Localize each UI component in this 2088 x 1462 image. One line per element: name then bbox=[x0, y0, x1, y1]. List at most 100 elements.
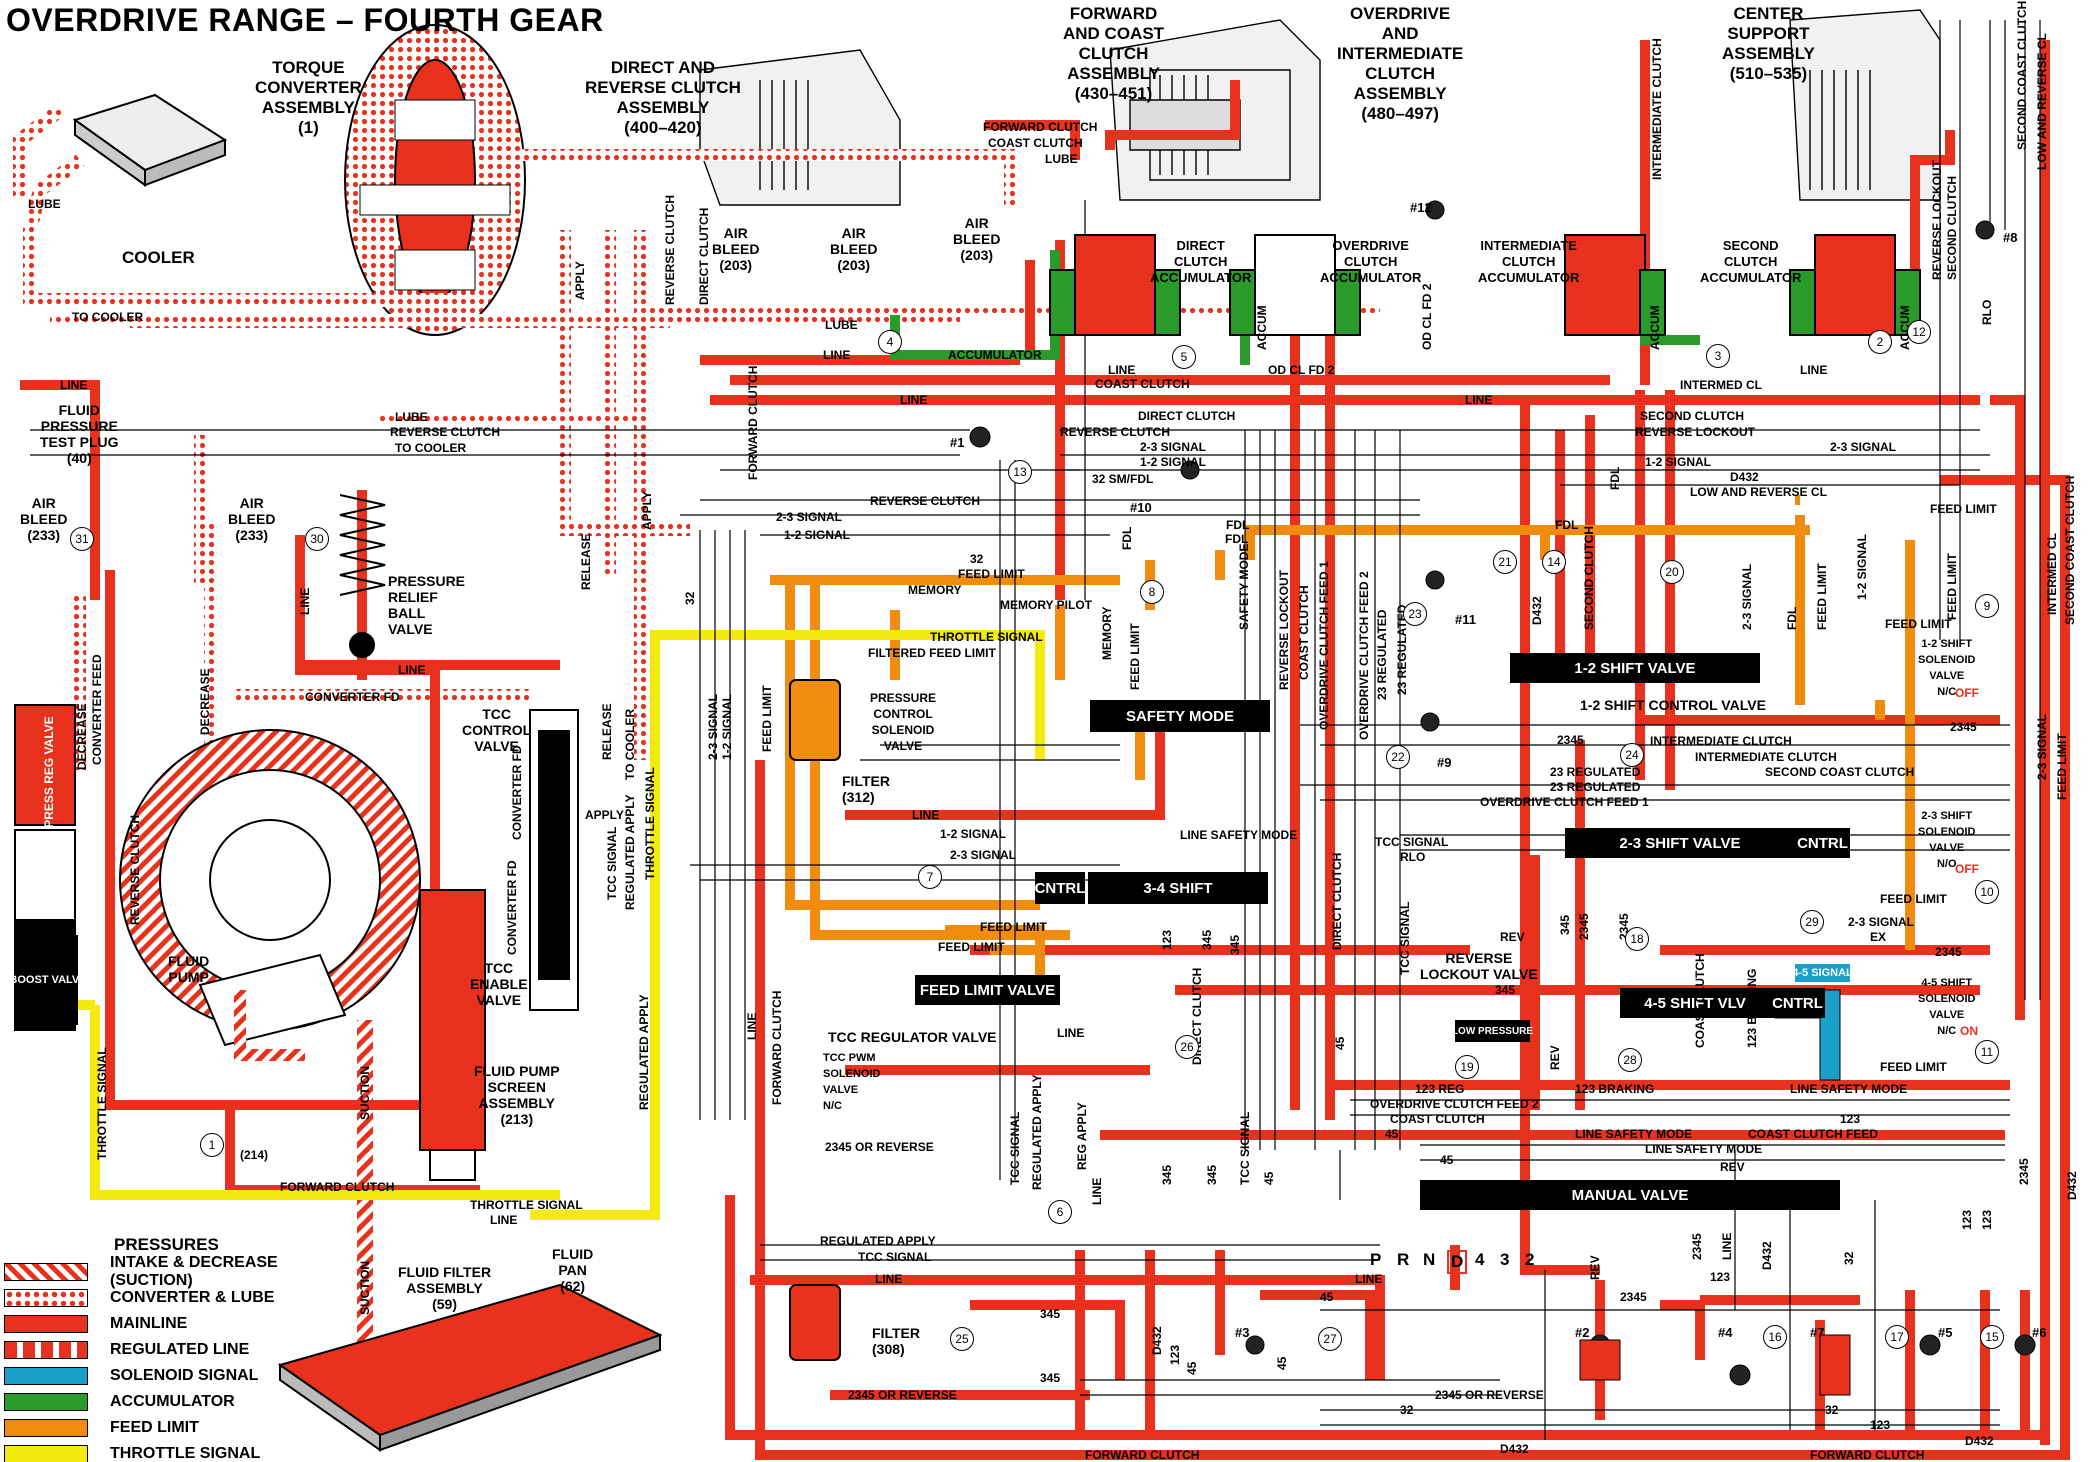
line-label-4: LINE bbox=[823, 348, 851, 362]
v123-label-c: 123 bbox=[1840, 1112, 1861, 1126]
converter-fd-vlabel-b: CONVERTER FD bbox=[510, 745, 524, 840]
sm-fdl-label: 32 SM/FDL bbox=[1092, 472, 1154, 486]
legend-label-regulated: REGULATED LINE bbox=[110, 1341, 250, 1358]
v32-label-c: 32 bbox=[1825, 1403, 1839, 1417]
memory-vlabel: MEMORY bbox=[1100, 606, 1114, 660]
regulated-23-vlabel: 23 REGULATED bbox=[1375, 609, 1389, 700]
signal-12-label-a: 1-2 SIGNAL bbox=[1140, 455, 1207, 469]
solenoid-45-state: ON bbox=[1960, 1024, 1978, 1038]
feed-limit-valve[interactable]: FEED LIMIT VALVE bbox=[915, 975, 1060, 1005]
shift-45-cntrl[interactable]: CNTRL bbox=[1770, 988, 1825, 1018]
v123-vlabel-c: 123 bbox=[1160, 929, 1174, 950]
shift-12-control-label: 1-2 SHIFT CONTROL VALVE bbox=[1580, 697, 1766, 713]
shift-23-cntrl[interactable]: CNTRL bbox=[1795, 828, 1850, 858]
second-coast-clutch-vlabel: SECOND COAST CLUTCH bbox=[2015, 0, 2029, 150]
reg-apply-vlabel: REG APPLY bbox=[1075, 1102, 1089, 1170]
v32-label-a: 32 bbox=[970, 552, 984, 566]
v123-vlabel-b: 123 bbox=[1980, 1209, 1994, 1230]
second-clutch-label: SECOND CLUTCH bbox=[1640, 409, 1744, 423]
rev-label-a: REV bbox=[1720, 1160, 1745, 1174]
rlo-vlabel: RLO bbox=[1980, 299, 1994, 325]
to-cooler-vlabel: TO COOLER bbox=[623, 708, 637, 780]
circuit-31: 31 bbox=[70, 527, 94, 551]
gear-4[interactable]: 4 bbox=[1475, 1250, 1485, 1269]
gear-2[interactable]: 2 bbox=[1525, 1250, 1535, 1269]
fwd-cl-vlabel: FORWARD CLUTCH bbox=[746, 365, 760, 480]
circuit-4: 4 bbox=[878, 330, 902, 354]
intermediate-clutch-acc-label: INTERMEDIATE CLUTCH ACCUMULATOR bbox=[1478, 238, 1580, 285]
signal-12-label-b: 1-2 SIGNAL bbox=[1645, 455, 1712, 469]
signal-23-label-d: 2-3 SIGNAL bbox=[950, 848, 1017, 862]
swatch-converter bbox=[4, 1289, 88, 1307]
v345-vlabel: 345 bbox=[1558, 914, 1572, 935]
tcc-signal-vlabel-b: TCC SIGNAL bbox=[1398, 901, 1412, 975]
v45-vlabel-c: 45 bbox=[1275, 1356, 1289, 1370]
checkball-8: #8 bbox=[2003, 230, 2018, 245]
tcc-signal-vlabel-c: TCC SIGNAL bbox=[1238, 1111, 1252, 1185]
pump-screen-label: FLUID PUMP SCREEN ASSEMBLY (213) bbox=[474, 1063, 560, 1127]
line-safety-mode-label-a: LINE SAFETY MODE bbox=[1180, 828, 1298, 842]
legend-row-feed-limit: FEED LIMIT bbox=[4, 1415, 364, 1441]
lube-label-top: LUBE bbox=[1045, 152, 1078, 166]
v45-label-c: 45 bbox=[1440, 1153, 1454, 1167]
circuit-16: 16 bbox=[1763, 1325, 1787, 1349]
legend-label-feed-limit: FEED LIMIT bbox=[110, 1419, 199, 1436]
legend-row-throttle: THROTTLE SIGNAL bbox=[4, 1441, 364, 1462]
gear-d-selected[interactable]: D bbox=[1447, 1250, 1468, 1274]
shift-45-valve[interactable]: 4-5 SHIFT VLV bbox=[1620, 988, 1770, 1018]
checkball-graphics bbox=[969, 200, 2036, 1386]
shift-34-valve[interactable]: 3-4 SHIFT bbox=[1088, 872, 1268, 904]
signal-12-label-c: 1-2 SIGNAL bbox=[784, 528, 851, 542]
feed-limit-vlabel-d: FEED LIMIT bbox=[2055, 733, 2069, 800]
d432-vlabel-b: D432 bbox=[1530, 596, 1544, 625]
feed-limit-label-f: FEED LIMIT bbox=[1880, 1060, 1947, 1074]
sm-fdl-vlabel: FDL bbox=[1120, 526, 1134, 550]
gear-p[interactable]: P bbox=[1370, 1250, 1382, 1269]
cooler-graphic bbox=[72, 93, 228, 187]
or-reverse-2345-label-a: 2345 OR REVERSE bbox=[825, 1140, 934, 1154]
lube-label-mid: LUBE bbox=[395, 410, 428, 424]
legend-row-intake: INTAKE & DECREASE (SUCTION) bbox=[4, 1254, 364, 1289]
low-pressure-valve[interactable]: LOW PRESSURE bbox=[1452, 1020, 1533, 1042]
v2345-label-c: 2345 bbox=[1950, 720, 1977, 734]
torque-converter-graphic bbox=[344, 24, 526, 336]
cooler-label: COOLER bbox=[122, 248, 195, 267]
circuit-14: 14 bbox=[1542, 550, 1566, 574]
signal-23-label-a: 2-3 SIGNAL bbox=[1140, 440, 1207, 454]
safety-mode-valve[interactable]: SAFETY MODE bbox=[1090, 700, 1270, 732]
legend-row-converter: CONVERTER & LUBE bbox=[4, 1285, 364, 1311]
coast-clutch-feed-label: COAST CLUTCH FEED bbox=[1748, 1127, 1878, 1141]
shift-23-valve[interactable]: 2-3 SHIFT VALVE bbox=[1565, 828, 1795, 858]
forward-clutch-label-left: FORWARD CLUTCH bbox=[280, 1180, 395, 1194]
v345-vlabel-e: 345 bbox=[1228, 934, 1242, 955]
v345-label-c: 345 bbox=[1495, 983, 1516, 997]
v123-vlabel-d: 123 bbox=[1168, 1344, 1182, 1365]
circuit-17: 17 bbox=[1885, 1325, 1909, 1349]
coast-clutch-label-top: COAST CLUTCH bbox=[988, 136, 1083, 150]
forward-clutch-label-bottom-right: FORWARD CLUTCH bbox=[1810, 1448, 1925, 1462]
overdrive-clutch-acc-label: OVERDRIVE CLUTCH ACCUMULATOR bbox=[1320, 238, 1422, 285]
apply-vlabel: APPLY bbox=[573, 261, 587, 300]
manual-valve[interactable]: MANUAL VALVE bbox=[1420, 1180, 1840, 1210]
swatch-mainline bbox=[4, 1315, 88, 1333]
intermediate-clutch-label-b: INTERMEDIATE CLUTCH bbox=[1695, 750, 1837, 764]
gear-3[interactable]: 3 bbox=[1500, 1250, 1510, 1269]
boost-valve[interactable]: BOOST VALVE bbox=[9, 935, 87, 1025]
gear-n[interactable]: N bbox=[1423, 1250, 1436, 1269]
signal-12-label-d: 1-2 SIGNAL bbox=[940, 827, 1007, 841]
line-label-bottom3: LINE bbox=[1355, 1272, 1383, 1286]
od-cl-fd-2-vlabel: OD CL FD 2 bbox=[1420, 283, 1434, 350]
air-bleed-233-right: AIR BLEED (233) bbox=[228, 495, 276, 543]
memory-label: MEMORY bbox=[908, 583, 962, 597]
shift-34-cntrl[interactable]: CNTRL bbox=[1035, 872, 1085, 904]
coast-clutch-label-b: COAST CLUTCH bbox=[1390, 1112, 1485, 1126]
legend-label-mainline: MAINLINE bbox=[110, 1315, 188, 1332]
tcc-signal-vlabel: TCC SIGNAL bbox=[605, 826, 619, 900]
gear-r[interactable]: R bbox=[1397, 1250, 1410, 1269]
direct-clutch-vlabel: DIRECT CLUTCH bbox=[697, 207, 711, 305]
forward-coast-clutch-label: FORWARD AND COAST CLUTCH ASSEMBLY (430–4… bbox=[1063, 4, 1165, 103]
checkball-9: #9 bbox=[1437, 755, 1452, 770]
gear-selector[interactable]: P R N D 4 3 2 bbox=[1370, 1250, 1560, 1274]
shift-12-valve[interactable]: 1-2 SHIFT VALVE bbox=[1510, 653, 1760, 683]
checkball-7: #7 bbox=[1810, 1325, 1825, 1340]
